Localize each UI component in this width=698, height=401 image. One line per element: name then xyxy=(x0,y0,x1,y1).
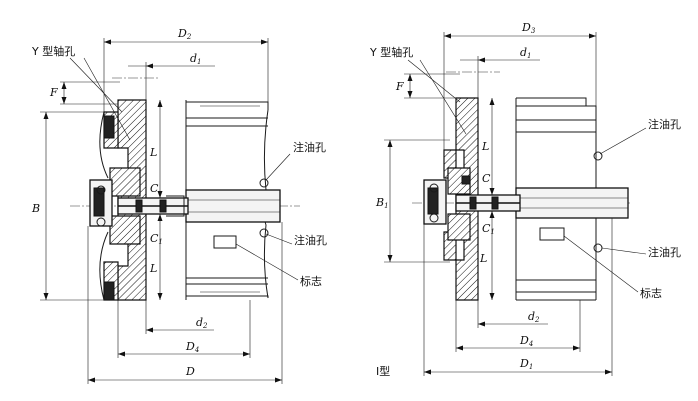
left-mark-box xyxy=(213,235,237,249)
svg-text:B: B xyxy=(31,202,40,215)
left-label-oil-hole-top: 注油孔 xyxy=(293,140,326,154)
right-view: D3 d1 F B1 xyxy=(369,21,681,376)
svg-text:L: L xyxy=(149,262,157,275)
left-dim-D4: D4 xyxy=(117,300,251,358)
left-view: D2 d1 F B xyxy=(31,27,390,384)
right-label-mark: 标志 xyxy=(640,286,662,300)
left-dim-d2: d2 xyxy=(145,300,214,334)
left-dim-B: B xyxy=(31,111,104,301)
right-output-shaft xyxy=(515,187,629,219)
svg-text:F: F xyxy=(395,80,404,93)
right-dim-D3: D3 xyxy=(443,21,597,150)
svg-text:D2: D2 xyxy=(177,27,192,41)
left-oil-hole-bottom xyxy=(259,228,269,238)
svg-text:C: C xyxy=(482,172,491,185)
svg-text:L: L xyxy=(481,140,489,153)
svg-text:L: L xyxy=(479,252,487,265)
svg-text:D4: D4 xyxy=(185,340,199,354)
left-dim-D: D xyxy=(87,222,283,384)
svg-text:C: C xyxy=(150,182,159,195)
right-dim-B1: B1 xyxy=(375,139,450,263)
svg-text:d1: d1 xyxy=(190,52,202,66)
svg-text:L: L xyxy=(149,146,157,159)
left-dim-d1: d1 xyxy=(112,52,215,100)
left-output-shaft xyxy=(185,189,281,223)
right-oil-hole-bottom xyxy=(593,243,603,253)
svg-text:F: F xyxy=(49,86,58,99)
left-label-oil-hole-bottom: 注油孔 xyxy=(294,233,327,247)
right-label-y-hole: Y 型轴孔 xyxy=(369,45,413,59)
svg-text:C1: C1 xyxy=(482,222,495,236)
right-dim-d1: d1 xyxy=(446,46,540,98)
right-spindle xyxy=(455,194,521,212)
svg-text:d2: d2 xyxy=(528,310,540,324)
right-oil-hole-top xyxy=(593,151,603,161)
svg-text:C1: C1 xyxy=(150,232,163,246)
left-dim-F: F xyxy=(49,81,120,105)
left-dim-D2: D2 xyxy=(103,27,269,112)
right-mark-box xyxy=(539,227,565,241)
right-dim-D4: D4 xyxy=(455,300,581,352)
left-oil-hole-top xyxy=(259,178,269,188)
svg-text:d1: d1 xyxy=(520,46,532,60)
svg-text:D4: D4 xyxy=(519,334,533,348)
right-label-oil-hole-top: 注油孔 xyxy=(648,117,681,131)
left-label-mark: 标志 xyxy=(300,274,322,288)
svg-text:B1: B1 xyxy=(375,196,389,210)
svg-text:D1: D1 xyxy=(519,357,533,371)
right-label-oil-hole-bottom: 注油孔 xyxy=(648,245,681,259)
left-dim-L-C: L L C C1 xyxy=(149,100,163,300)
svg-text:d2: d2 xyxy=(196,316,208,330)
right-dim-D1: D1 xyxy=(423,218,613,376)
right-dim-L-C: L L C C1 xyxy=(479,98,495,300)
svg-text:D3: D3 xyxy=(521,21,536,35)
left-spindle xyxy=(117,195,189,217)
svg-text:D: D xyxy=(185,365,195,378)
right-dim-d2: d2 xyxy=(477,300,548,328)
left-label-y-hole: Y 型轴孔 xyxy=(31,44,75,58)
right-dim-F: F xyxy=(395,73,460,99)
type-label: Ⅰ型 xyxy=(376,364,390,378)
